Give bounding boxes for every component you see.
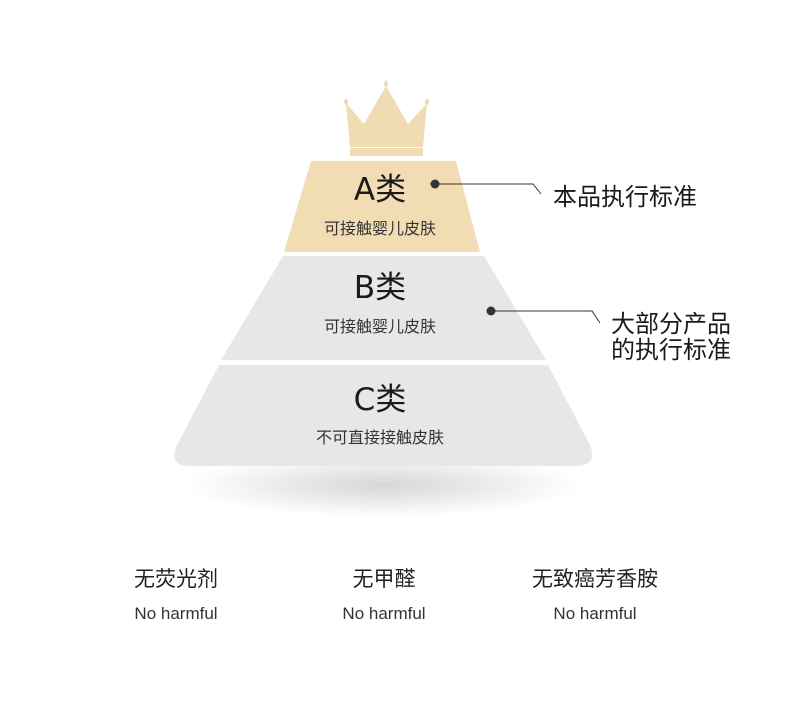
callout-b-label-line2: 的执行标准 xyxy=(611,336,731,364)
tier-a-subtitle: 可接触婴儿皮肤 xyxy=(323,219,436,238)
crown-icon xyxy=(343,80,430,156)
feature-title: 无甲醛 xyxy=(352,567,416,591)
tier-c-subtitle: 不可直接接触皮肤 xyxy=(315,428,444,447)
tier-b-title: B类 xyxy=(353,270,407,306)
callout-b-label-line1: 大部分产品 xyxy=(611,310,731,338)
feature-subtitle: No harmful xyxy=(134,604,218,623)
tier-a-title: A类 xyxy=(353,172,407,208)
feature-title: 无荧光剂 xyxy=(134,567,218,591)
feature-title: 无致癌芳香胺 xyxy=(532,567,658,591)
callout-b-leader xyxy=(486,306,601,324)
feature-subtitle: No harmful xyxy=(553,604,637,623)
tier-c-title: C类 xyxy=(353,382,407,418)
tier-b-subtitle: 可接触婴儿皮肤 xyxy=(323,317,436,336)
pyramid-shadow xyxy=(183,453,583,517)
callout-a-label: 本品执行标准 xyxy=(553,183,697,211)
tier-b-shape xyxy=(221,256,546,360)
feature-subtitle: No harmful xyxy=(342,604,426,623)
tier-c-shape xyxy=(174,365,593,466)
callout-a-leader xyxy=(430,179,542,195)
